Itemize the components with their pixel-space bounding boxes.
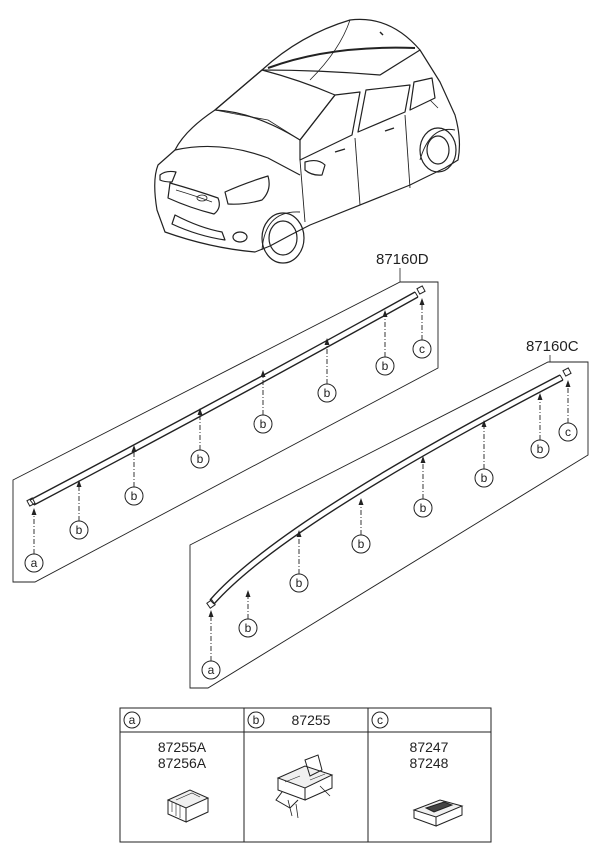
clip-c-icon bbox=[412, 799, 464, 827]
callout-circle-b bbox=[413, 498, 433, 518]
callout-arrow-c bbox=[419, 298, 425, 305]
clip-a-icon bbox=[166, 789, 210, 823]
legend-code-c1: 87247 bbox=[410, 739, 449, 755]
lower-frame bbox=[189, 361, 589, 689]
callout-circle-b bbox=[351, 534, 371, 554]
legend-letter-b: b bbox=[253, 713, 260, 727]
legend-letter-c: c bbox=[377, 713, 383, 727]
callout-letter-b: b bbox=[382, 359, 389, 373]
callout-letter-b: b bbox=[245, 621, 252, 635]
callout-arrow-b bbox=[481, 420, 487, 427]
upper-frame bbox=[12, 281, 439, 583]
legend-letter-a: a bbox=[129, 713, 136, 727]
callout-circle-a bbox=[201, 660, 221, 680]
callout-arrow-a bbox=[208, 610, 214, 617]
callout-circle-b bbox=[124, 486, 144, 506]
callout-arrow-b bbox=[76, 480, 82, 487]
callout-letter-a: a bbox=[31, 556, 38, 570]
callout-arrow-b bbox=[245, 590, 251, 597]
upper-assembly bbox=[12, 268, 439, 583]
callout-letter-b: b bbox=[260, 417, 267, 431]
callout-circle-b bbox=[238, 618, 258, 638]
callout-circle-a bbox=[24, 553, 44, 573]
callout-arrow-c bbox=[565, 380, 571, 387]
lower-assembly bbox=[189, 355, 589, 689]
callout-circle-b bbox=[69, 520, 89, 540]
lower-clip-a bbox=[206, 599, 216, 609]
callout-letter-b: b bbox=[197, 452, 204, 466]
legend-code-a1: 87255A bbox=[158, 739, 207, 755]
callout-letter-b: b bbox=[537, 442, 544, 456]
callout-arrow-b bbox=[382, 310, 388, 317]
upper-clip-a bbox=[26, 497, 36, 507]
callout-group: a b b b b b b c a b b b b b b c bbox=[24, 298, 578, 680]
lower-molding-strip bbox=[209, 374, 561, 601]
callout-letter-c: c bbox=[419, 342, 425, 356]
callout-letter-b: b bbox=[324, 386, 331, 400]
callout-arrow-b bbox=[197, 408, 203, 415]
callout-letter-a: a bbox=[208, 663, 215, 677]
legend-code-a2: 87256A bbox=[158, 755, 207, 771]
upper-clip-c bbox=[416, 285, 426, 295]
legend-code-c2: 87248 bbox=[410, 755, 449, 771]
legend-header-b: 87255 bbox=[292, 712, 331, 728]
callout-arrow-b bbox=[131, 445, 137, 452]
part-code-lower: 87160C bbox=[526, 338, 579, 355]
callout-circle-b bbox=[474, 468, 494, 488]
callout-arrow-b bbox=[358, 498, 364, 505]
legend-col-b: b 87255 bbox=[247, 711, 334, 819]
callout-letter-b: b bbox=[481, 471, 488, 485]
lower-clip-c bbox=[562, 367, 572, 377]
callout-circle-c bbox=[558, 422, 578, 442]
callout-arrow-b bbox=[296, 530, 302, 537]
callout-circle-b bbox=[190, 449, 210, 469]
legend-col-c: c 87247 87248 bbox=[371, 711, 464, 827]
callout-arrow-b bbox=[420, 456, 426, 463]
legend-table: a 87255A 87256A b 87255 bbox=[119, 707, 492, 843]
callout-arrow-b bbox=[537, 393, 543, 400]
car-illustration bbox=[154, 18, 461, 264]
callout-circle-b bbox=[375, 356, 395, 376]
callout-letter-b: b bbox=[358, 537, 365, 551]
callout-arrow-b bbox=[260, 370, 266, 377]
callout-circle-b bbox=[530, 439, 550, 459]
callout-arrow-b bbox=[324, 338, 330, 345]
clip-b-icon bbox=[275, 754, 334, 819]
part-code-upper: 87160D bbox=[376, 251, 429, 268]
callout-letter-b: b bbox=[420, 501, 427, 515]
upper-molding-strip bbox=[29, 291, 416, 501]
callout-arrow-a bbox=[31, 508, 37, 515]
callout-letter-b: b bbox=[131, 489, 138, 503]
callout-circle-b bbox=[253, 414, 273, 434]
callout-letter-b: b bbox=[76, 523, 83, 537]
legend-col-a: a 87255A 87256A bbox=[123, 711, 210, 823]
callout-letter-b: b bbox=[296, 576, 303, 590]
callout-letter-c: c bbox=[565, 425, 571, 439]
callout-circle-c bbox=[412, 339, 432, 359]
callout-circle-b bbox=[317, 383, 337, 403]
callout-circle-b bbox=[289, 573, 309, 593]
